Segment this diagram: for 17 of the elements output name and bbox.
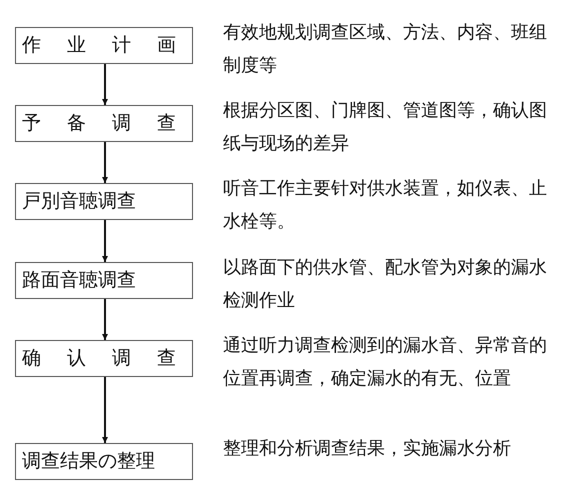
step-label: 路面音聴调查 bbox=[22, 268, 136, 292]
step-label: 予备调查 bbox=[22, 111, 176, 135]
step-label: 调查结果の整理 bbox=[22, 449, 155, 473]
step-description: 有效地规划调查区域、方法、内容、班组制度等 bbox=[223, 21, 548, 78]
arrow bbox=[102, 220, 108, 262]
arrow bbox=[102, 64, 108, 105]
step-description: 通过听力调查检测到的漏水音、异常音的位置再调查，确定漏水的有无、位置 bbox=[223, 334, 548, 391]
step-description: 听音工作主要针对供水装置，如仪表、止水栓等。 bbox=[223, 177, 548, 234]
arrow bbox=[102, 299, 108, 340]
step-label: 确认调查 bbox=[22, 346, 176, 370]
arrow bbox=[102, 377, 108, 443]
step-description: 整理和分析调查结果，实施漏水分析 bbox=[223, 437, 512, 461]
arrow bbox=[102, 142, 108, 183]
step-description: 以路面下的供水管、配水管为对象的漏水检测作业 bbox=[223, 256, 548, 313]
step-description: 根据分区图、门牌图、管道图等，确认图纸与现场的差异 bbox=[223, 99, 548, 156]
step-label: 戸別音聴调查 bbox=[22, 189, 136, 213]
step-label: 作业计画 bbox=[22, 33, 176, 57]
